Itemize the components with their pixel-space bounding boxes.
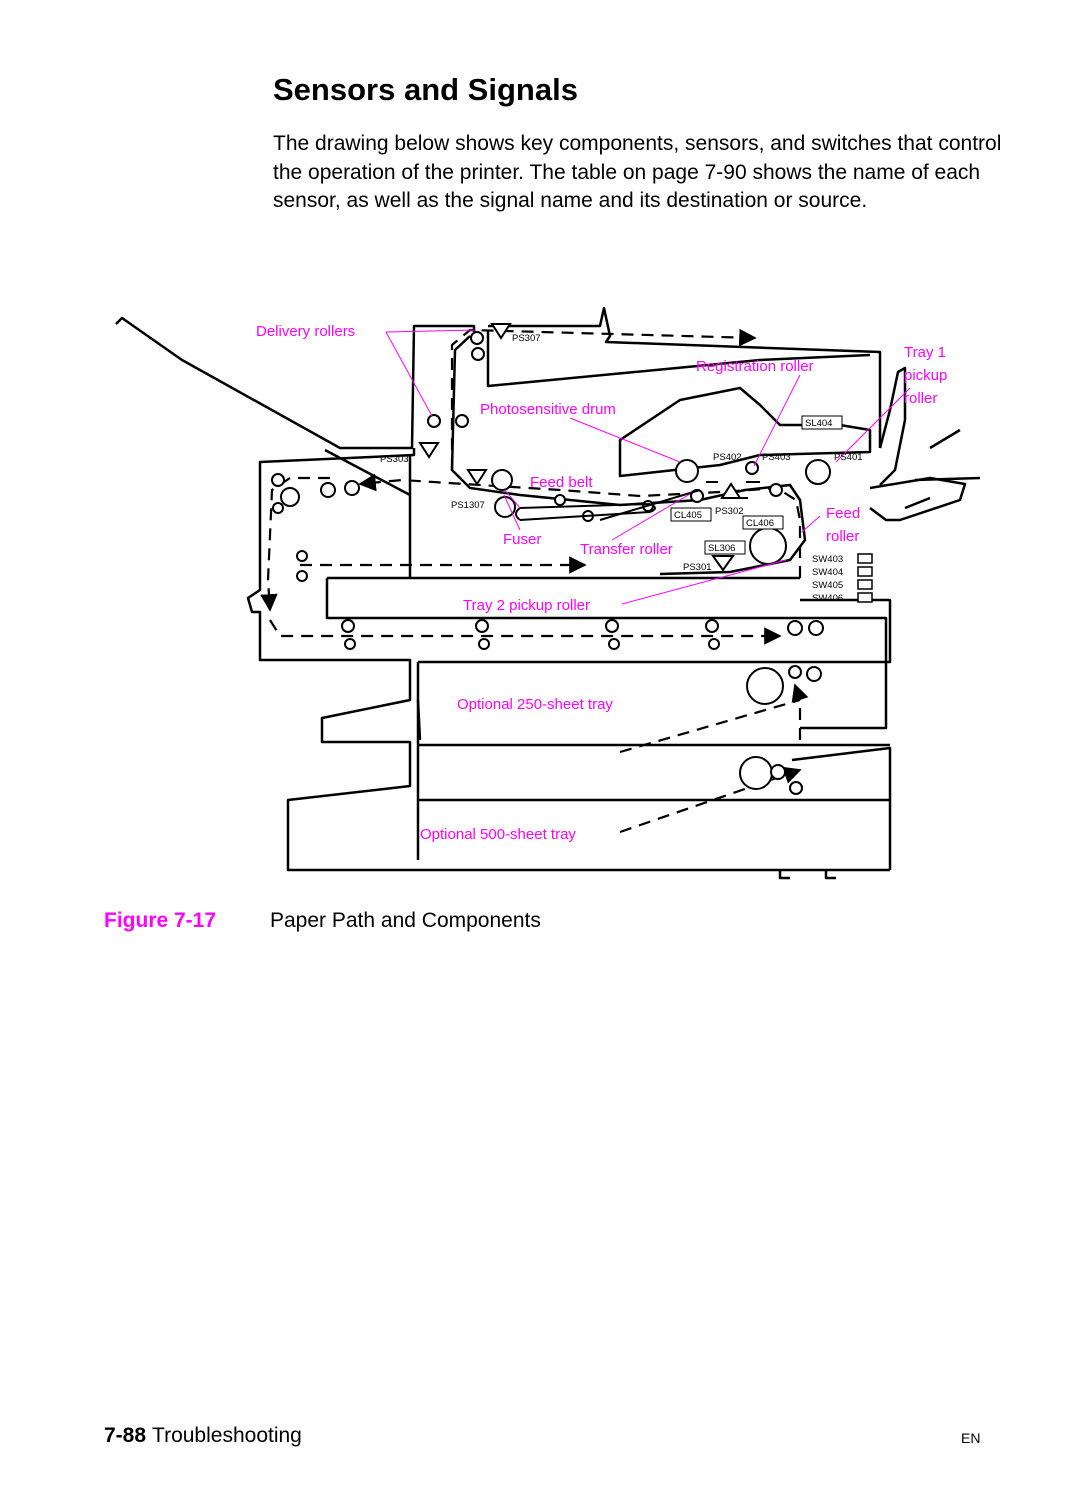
label-optional-500-tray: Optional 500-sheet tray [420, 826, 576, 843]
feed-belt-shape [515, 489, 701, 521]
label-tray1-line1: Tray 1 [904, 344, 946, 361]
figure-caption: Figure 7-17 Paper Path and Components [104, 909, 541, 933]
language-code: EN [961, 1430, 981, 1446]
code-ps401: PS401 [834, 452, 863, 463]
label-photosensitive-drum: Photosensitive drum [480, 401, 616, 418]
label-tray2-pickup-roller: Tray 2 pickup roller [463, 597, 590, 614]
page-number: 7-88 [104, 1424, 147, 1447]
label-feed-roller-line2: roller [826, 528, 859, 545]
label-fuser: Fuser [503, 531, 541, 548]
code-ps307: PS307 [512, 333, 541, 344]
rollers [271, 331, 831, 795]
label-feed-belt: Feed belt [530, 474, 593, 491]
figure-number: Figure 7-17 [104, 909, 217, 932]
page-heading: Sensors and Signals [273, 72, 578, 107]
label-transfer-roller: Transfer roller [580, 541, 673, 558]
code-ps302: PS302 [715, 506, 744, 517]
printer-outline [115, 306, 981, 880]
figure-title: Paper Path and Components [270, 909, 541, 932]
section-name: Troubleshooting [152, 1424, 302, 1447]
label-tray1-line3: roller [904, 390, 937, 407]
label-registration-roller: Registration roller [696, 358, 814, 375]
intro-paragraph: The drawing below shows key components, … [273, 132, 1002, 212]
code-cl405: CL405 [674, 510, 702, 521]
label-delivery-rollers: Delivery rollers [256, 323, 355, 340]
code-sw403: SW403 [812, 554, 843, 565]
label-feed-roller-line1: Feed [826, 505, 860, 522]
code-sw405: SW405 [812, 580, 843, 591]
switch-boxes [857, 553, 873, 603]
sensor-flags [418, 323, 760, 572]
code-sw404: SW404 [812, 567, 843, 578]
code-ps402: PS402 [713, 452, 742, 463]
code-sl306: SL306 [708, 543, 735, 554]
code-ps1307: PS1307 [451, 500, 485, 511]
code-sl404: SL404 [805, 418, 832, 429]
label-tray1-line2: pickup [904, 367, 947, 384]
paper-path-dashes [260, 328, 809, 834]
solenoid-boxes [670, 415, 843, 555]
code-cl406: CL406 [746, 518, 774, 529]
fuser-path-outline [324, 335, 807, 578]
code-ps301: PS301 [683, 562, 712, 573]
paper-path-diagram: Delivery rollers Registration roller Tra… [115, 306, 981, 880]
code-ps403: PS403 [762, 452, 791, 463]
leader-lines [385, 329, 911, 605]
code-ps303: PS303 [380, 454, 409, 465]
label-optional-250-tray: Optional 250-sheet tray [457, 696, 613, 713]
code-sw406: SW406 [812, 593, 843, 604]
